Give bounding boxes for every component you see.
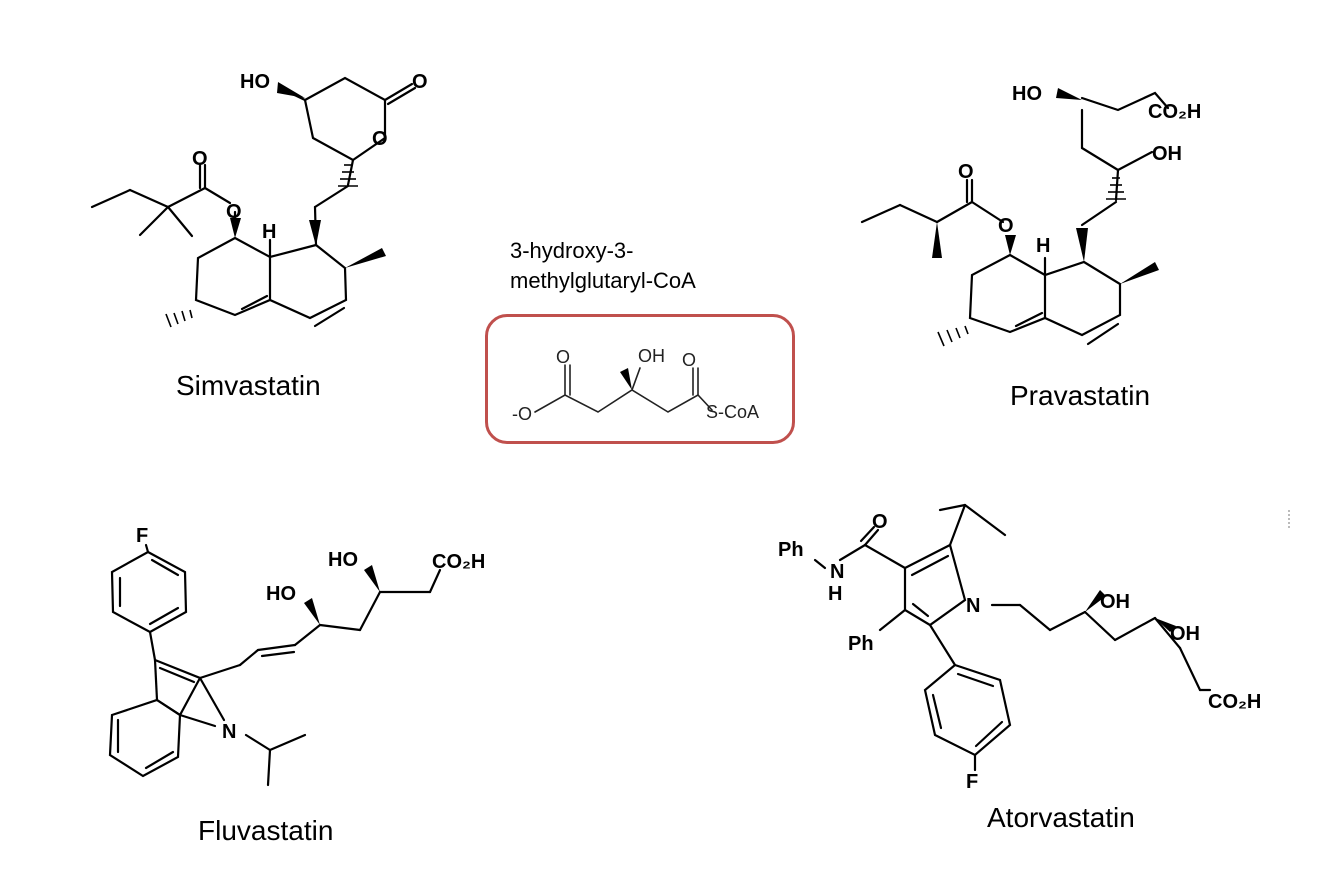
atom-label: H [262,221,276,243]
hmg-coa-title-line2: methylglutaryl-CoA [510,268,696,293]
atom-label: CO₂H [1208,691,1261,713]
atom-label: O [682,350,696,370]
fluvastatin-caption: Fluvastatin [198,815,334,846]
atom-label: OH [1170,623,1200,645]
atom-label: O [998,215,1014,237]
hash-bond [937,325,969,347]
atom-label: -O [512,404,532,424]
atom-label: S-CoA [706,402,759,422]
atom-label: HO [240,71,270,93]
atom-label: Ph [778,539,804,561]
atom-label: O [192,148,208,170]
atorvastatin-caption: Atorvastatin [987,802,1135,833]
hash-bond [165,309,193,328]
atom-label: HO [328,549,358,571]
atom-label: N [830,561,844,583]
atom-label: OH [1152,143,1182,165]
hmg-coa-title-line1: 3-hydroxy-3- [510,238,634,263]
atom-label: N [966,595,980,617]
atom-label: CO₂H [1148,101,1201,123]
pravastatin-caption: Pravastatin [1010,380,1151,411]
atom-label: N [222,721,236,743]
atom-label: H [1036,235,1050,257]
atom-label: O [226,201,242,223]
atom-label: O [872,511,888,533]
atom-label: O [958,161,974,183]
atom-label: HO [266,583,296,605]
atom-label: O [412,71,428,93]
hash-bond [1106,177,1126,200]
atom-label: HO [1012,83,1042,105]
atom-label: F [136,525,148,547]
atom-label: F [966,771,978,793]
atom-label: CO₂H [432,551,485,573]
atom-label: O [556,347,570,367]
hmg-coa-box [485,314,795,444]
atom-label: OH [638,346,665,366]
atom-label: H [828,583,842,605]
atom-label: O [372,128,388,150]
slide-edge-mark [1288,510,1293,528]
atom-label: OH [1100,591,1130,613]
hmg-coa-title: 3-hydroxy-3- methylglutaryl-CoA [510,236,696,296]
atom-label: Ph [848,633,874,655]
simvastatin-caption: Simvastatin [176,370,321,401]
